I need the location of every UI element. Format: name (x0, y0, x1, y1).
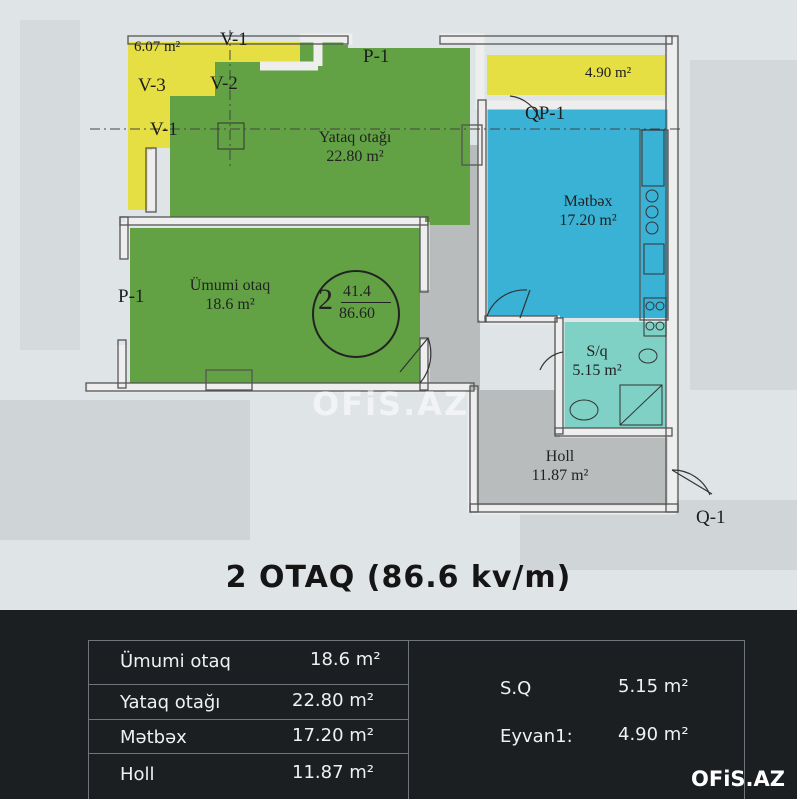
bath-name: S/q (586, 343, 608, 360)
balcony-left-area: 6.07 m² (134, 39, 181, 55)
balcony-right (487, 55, 665, 95)
axis-label-q1: Q-1 (696, 507, 726, 528)
bedroom-area: 22.80 m² (326, 148, 384, 165)
watermark: OFiS.AZ (312, 385, 470, 423)
axis-label-v2: V-2 (210, 73, 238, 94)
table-row-name: Mətbəx (120, 727, 187, 748)
living-label: Ümumi otaq 18.6 m² (170, 278, 290, 313)
hall-label: Holl 11.87 m² (505, 449, 615, 484)
table-right-name: Eyvan1: (500, 726, 573, 747)
corner-logo: OFiS.AZ (691, 767, 785, 791)
table-row-line (88, 753, 408, 754)
bath-label: S/q 5.15 m² (562, 344, 632, 379)
plan-caption: 2 OTAQ (86.6 kv/m) (225, 560, 572, 595)
bedroom-label: Yataq otağı 22.80 m² (300, 130, 410, 165)
badge-total-area: 86.60 (339, 305, 375, 322)
living-name: Ümumi otaq (189, 277, 271, 294)
axis-label-v1-top: V-1 (220, 29, 248, 50)
badge-divider (341, 302, 391, 303)
table-row-name: Holl (120, 764, 155, 785)
axis-label-v1-mid: V-1 (150, 119, 178, 140)
table-row-line (88, 684, 408, 685)
table-col-line (88, 640, 89, 799)
badge-room-count: 2 (318, 283, 333, 316)
kitchen-name: Mətbəx (563, 193, 613, 210)
kitchen-label: Mətbəx 17.20 m² (533, 194, 643, 229)
kitchen-floor (485, 105, 668, 318)
bath-area: 5.15 m² (572, 362, 622, 379)
table-row-name: Ümumi otaq (120, 651, 231, 672)
living-area: 18.6 m² (205, 296, 255, 313)
table-col-line (408, 640, 409, 799)
hall-floor (420, 145, 668, 505)
balcony-left (128, 42, 300, 210)
axis-label-p1-left: P-1 (118, 286, 145, 307)
table-col-line (744, 640, 745, 799)
table-row-line (88, 719, 408, 720)
apartment-badge (312, 270, 400, 358)
table-row-value: 18.6 m² (310, 649, 381, 670)
bedroom-floor (170, 42, 470, 225)
floor-plan: 6.07 m² V-1 V-3 V-2 V-1 P-1 P-1 4.90 m² … (0, 29, 797, 595)
axis-label-qp1: QP-1 (525, 103, 566, 124)
hall-area: 11.87 m² (531, 467, 589, 484)
axis-label-v3: V-3 (138, 75, 166, 96)
table-row-value: 22.80 m² (292, 690, 375, 711)
balcony-right-area: 4.90 m² (585, 65, 632, 81)
table-right-value: 4.90 m² (618, 724, 689, 745)
kitchen-area: 17.20 m² (559, 212, 617, 229)
table-row-value: 17.20 m² (292, 725, 375, 746)
hall-name: Holl (545, 448, 575, 465)
badge-living-area: 41.4 (343, 283, 371, 300)
table-border-top (88, 640, 744, 641)
table-right-name: S.Q (500, 678, 532, 699)
axis-label-p1-top: P-1 (363, 46, 390, 67)
bedroom-name: Yataq otağı (318, 129, 392, 146)
area-table: Ümumi otaq 18.6 m² Yataq otağı 22.80 m² … (0, 610, 797, 799)
table-row-name: Yataq otağı (120, 692, 221, 713)
table-row-value: 11.87 m² (292, 762, 375, 783)
bath-floor (563, 322, 666, 430)
table-right-value: 5.15 m² (618, 676, 689, 697)
